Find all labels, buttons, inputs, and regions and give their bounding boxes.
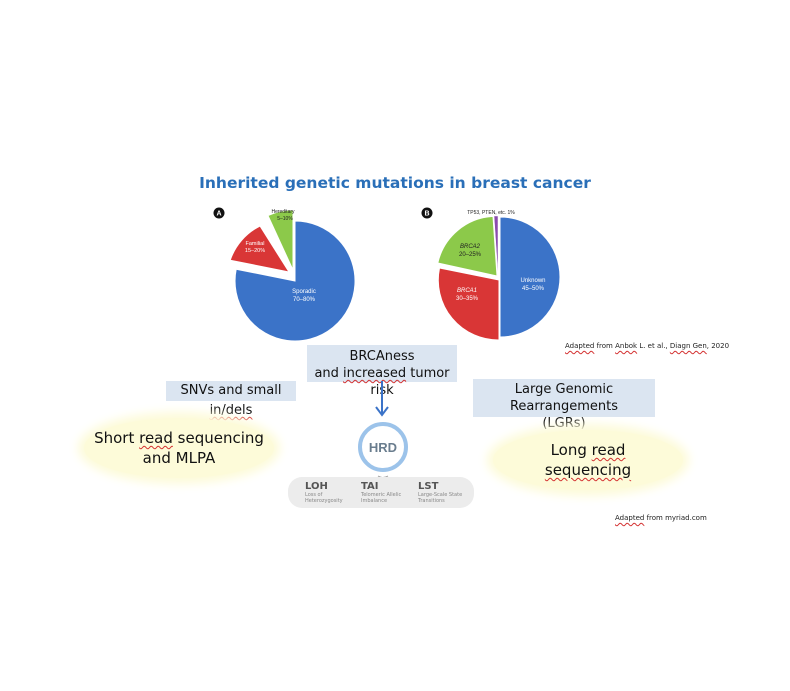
snv-box: SNVs and small in/dels — [166, 381, 296, 418]
hrd-item-tai: TAI Telomeric Allelic Imbalance — [361, 481, 402, 504]
pie-a-slice-familial — [229, 225, 291, 273]
pie-b-badge: B — [424, 211, 429, 218]
pie-b-slice-brca1 — [437, 267, 500, 341]
pie-a-label-hereditary: Hereditary — [271, 209, 295, 215]
pie-a-badge: A — [216, 211, 221, 218]
figure-title: Inherited genetic mutations in breast ca… — [199, 174, 591, 192]
pie-a-label-sporadic: Sporadic — [292, 289, 316, 295]
hrd-item-lst: LST Large-Scale State Transitions — [418, 481, 463, 504]
pie-chart-b: B Unknown 45–50% BRCA1 30–35% BRCA2 20–2… — [421, 207, 561, 341]
pie-a-slice-sporadic — [234, 220, 356, 342]
down-arrow-icon — [375, 381, 389, 417]
pie-a-range-hereditary: 5–10% — [277, 216, 293, 222]
hrd-components-bar — [288, 477, 474, 508]
pie-b-label-brca1: BRCA1 — [457, 288, 477, 294]
brcaness-box: BRCAness and increased tumor risk — [307, 345, 457, 398]
pie-chart-a: A Sporadic 70–80% Familial 15–20% Heredi… — [213, 207, 356, 342]
pie-b-slice-unknown — [499, 216, 561, 338]
pie-b-range-brca1: 30–35% — [456, 296, 479, 302]
pie-b-range-unknown: 45–50% — [522, 286, 545, 292]
short-read-blob: Short read sequencing and MLPA — [84, 418, 274, 478]
hrd-circle: HRD — [358, 422, 408, 478]
pie-b-label-brca2: BRCA2 — [460, 244, 481, 250]
hrd-label: HRD — [369, 440, 397, 455]
pie-a-range-sporadic: 70–80% — [293, 297, 316, 303]
credit-bottom: Adapted from myriad.com — [615, 514, 707, 522]
lgr-box: Large Genomic Rearrangements (LGRs) — [473, 379, 655, 431]
hrd-item-loh: LOH Loss of Heterozygosity — [305, 481, 343, 504]
pie-b-label-tp53: TP53, PTEN, etc. 1% — [467, 210, 515, 216]
pie-b-slice-tp53 — [493, 215, 499, 277]
pie-b-slice-brca2 — [437, 215, 498, 277]
pie-a-label-familial: Familial — [246, 241, 265, 247]
long-read-blob: Long read sequencing — [493, 430, 683, 490]
pie-a-slice-hereditary — [267, 209, 294, 271]
pie-b-badge-circle — [421, 207, 433, 219]
credit-top: Adapted from Anbok L. et al., Diagn Gen,… — [565, 342, 730, 350]
pie-b-label-unknown: Unknown — [520, 278, 545, 284]
pie-a-badge-circle — [213, 207, 225, 219]
pie-a-range-familial: 15–20% — [245, 248, 265, 254]
pie-b-range-brca2: 20–25% — [459, 252, 482, 258]
